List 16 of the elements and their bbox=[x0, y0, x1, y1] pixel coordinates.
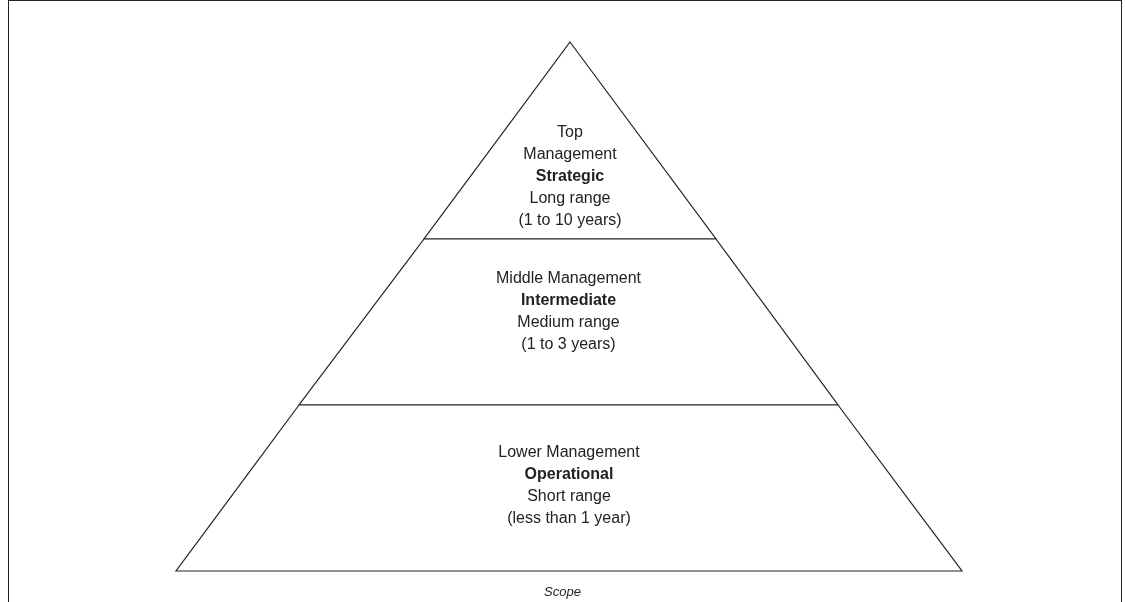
pyramid-tier bbox=[424, 42, 716, 239]
planning-range: Medium range bbox=[517, 312, 620, 332]
planning-range: Short range bbox=[527, 486, 611, 506]
decision-type: Intermediate bbox=[520, 290, 617, 310]
management-level: Middle Management bbox=[496, 268, 641, 288]
axis-caption: Scope bbox=[544, 584, 581, 600]
management-level: Lower Management bbox=[498, 442, 640, 462]
planning-range: Long range bbox=[529, 188, 611, 208]
time-horizon: (less than 1 year) bbox=[507, 508, 631, 528]
pyramid-tier bbox=[176, 405, 962, 571]
decision-type: Operational bbox=[524, 464, 614, 484]
pyramid-tier bbox=[299, 239, 838, 405]
time-horizon: (1 to 3 years) bbox=[521, 334, 616, 354]
time-horizon: (1 to 10 years) bbox=[518, 210, 622, 230]
decision-type: Strategic bbox=[535, 166, 605, 186]
management-level: Top Management bbox=[522, 122, 618, 164]
